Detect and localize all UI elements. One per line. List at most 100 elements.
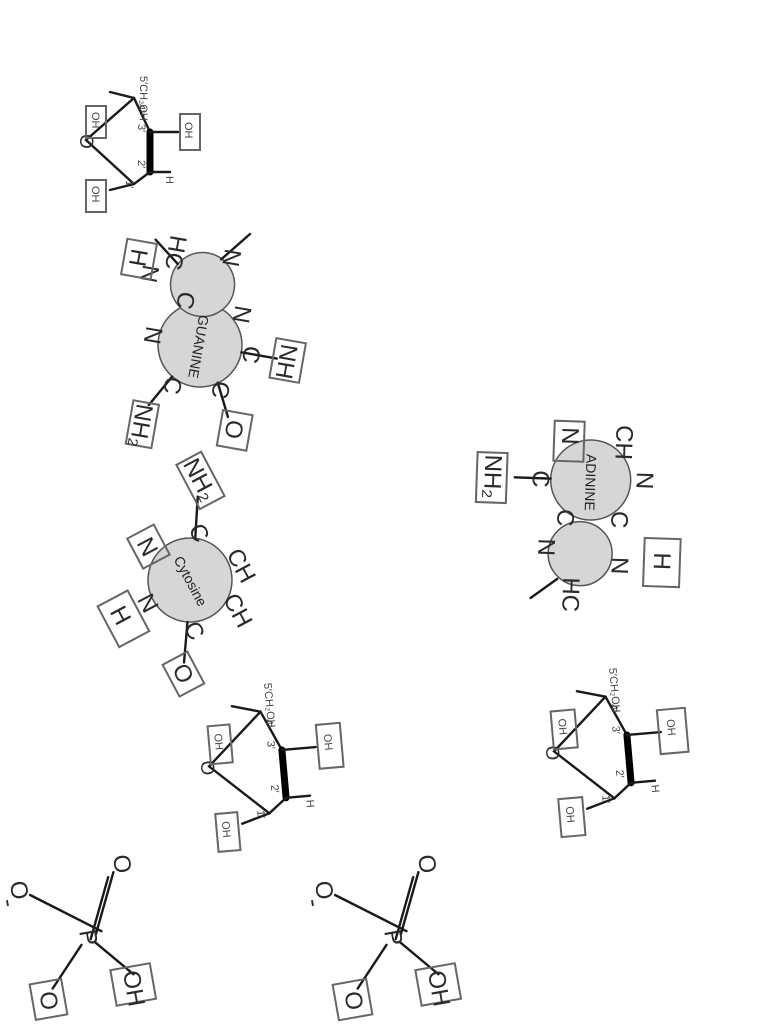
adenine-atom-h: H bbox=[648, 552, 676, 570]
carbon-2-label: 2′ bbox=[613, 769, 626, 778]
c3-hydroxyl-box bbox=[655, 706, 690, 756]
negative-charge-label: - bbox=[300, 897, 328, 910]
hydrogen-label: H bbox=[303, 799, 316, 808]
phosphate-oxygen-box bbox=[331, 977, 374, 1022]
adenine-atom-hc: HC bbox=[556, 577, 584, 613]
guanine-ring-five bbox=[169, 251, 236, 318]
c5-hydroxyl-label: OH bbox=[89, 112, 101, 129]
phosphate-hydroxyl-box bbox=[109, 962, 158, 1007]
hydrogen-label: H bbox=[648, 784, 661, 793]
c3-hydroxyl-box bbox=[314, 721, 345, 770]
adenine-base: ADININE C N CH N C C N HC N H NH₂ bbox=[474, 419, 682, 613]
hydrogen-label: H bbox=[163, 176, 175, 184]
adenine-atom-c-a: C bbox=[526, 470, 554, 488]
adenine-atom-nh2: NH₂ bbox=[478, 454, 507, 499]
c1-hydroxyl-box bbox=[214, 811, 242, 853]
guanine-atom-c-c: C bbox=[170, 290, 200, 312]
adenine-n-box bbox=[552, 419, 586, 463]
carbon-2-label: 2′ bbox=[135, 160, 147, 168]
adenine-ring-five bbox=[547, 520, 613, 587]
adenine-atom-n-r: N bbox=[630, 471, 658, 489]
c3-hydroxyl-label: OH bbox=[182, 122, 194, 139]
c1-hydroxyl-box bbox=[557, 796, 587, 839]
carbon-1-label: 1′ bbox=[123, 180, 135, 188]
carbon-2-label: 2′ bbox=[268, 784, 281, 793]
c5-hydroxyl-box bbox=[85, 105, 107, 139]
adenine-name: ADININE bbox=[582, 454, 600, 511]
guanine-atom-c-b: C bbox=[157, 375, 187, 397]
carbon-1-label: 1′ bbox=[254, 810, 267, 819]
carbon-5-label: 5′CH₂OH bbox=[261, 683, 277, 729]
guanine-nh-box bbox=[268, 336, 308, 384]
c3-hydroxyl-label: OH bbox=[321, 733, 334, 751]
carbon-3-label: 3′ bbox=[135, 124, 147, 132]
anion-oxygen-label: O bbox=[309, 879, 339, 902]
carbon-4-label: 4′ bbox=[262, 719, 275, 728]
c5-hydroxyl-label: OH bbox=[211, 733, 224, 751]
guanine-atom-n-h: N bbox=[134, 263, 164, 285]
cytosine-ring bbox=[147, 537, 233, 623]
phosphate-oxygen-label: O bbox=[338, 989, 368, 1012]
guanine-atom-o: O bbox=[218, 418, 248, 441]
ring-oxygen-label: O bbox=[196, 760, 218, 777]
adenine-atom-c-b: C bbox=[605, 511, 633, 529]
guanine-base: GUANINE C C C N C N N HC N NH O H NH₂ bbox=[119, 232, 308, 452]
adenine-atom-n-h: N bbox=[605, 557, 633, 575]
carbon-1-label: 1′ bbox=[599, 795, 612, 804]
c5-hydroxyl-box bbox=[206, 723, 234, 766]
phosphate-oxygen-box bbox=[28, 977, 69, 1022]
guanine-atom-hc: HC bbox=[159, 233, 192, 272]
adenine-amine-box bbox=[474, 451, 509, 505]
double-bond-oxygen-label: O bbox=[412, 852, 442, 875]
double-bond-oxygen-label: O bbox=[107, 852, 137, 875]
guanine-atom-n-top: N bbox=[216, 247, 246, 269]
carbon-3-label: 3′ bbox=[264, 740, 277, 749]
carbon-3-label: 3′ bbox=[609, 725, 622, 734]
guanine-atom-h: H bbox=[123, 247, 153, 269]
adenine-atom-n-box: N bbox=[556, 427, 584, 445]
anion-oxygen-label: O bbox=[4, 879, 34, 902]
phosphate-group-2: P O O - OH O bbox=[300, 852, 463, 1022]
carbon-4-label: 4′ bbox=[607, 704, 620, 713]
guanine-oxygen-box bbox=[215, 408, 254, 452]
adenine-hydrogen-box bbox=[642, 536, 682, 589]
c5-hydroxyl-box bbox=[549, 708, 579, 751]
guanine-atom-c-o: C bbox=[205, 379, 235, 401]
cytosine-n-box bbox=[125, 523, 172, 570]
phosphate-oxygen-label: O bbox=[33, 989, 63, 1012]
adenine-atom-ch: CH bbox=[609, 425, 637, 461]
cytosine-base: Cytosine C CH CH C N N NH₂ O H bbox=[96, 450, 261, 698]
ring-oxygen-label: O bbox=[541, 745, 563, 762]
sugar-ribose-1: O 4′ 3′ 2′ 1′ 5′CH₂OH H OH OH OH bbox=[75, 76, 201, 213]
cytosine-oxygen-box bbox=[161, 650, 206, 698]
carbon-4-label: 4′ bbox=[135, 104, 147, 112]
guanine-atom-n-mid: N bbox=[227, 304, 257, 326]
negative-charge-label: - bbox=[0, 897, 23, 910]
guanine-amine-box bbox=[124, 399, 161, 450]
phosphate-hydroxyl-label: OH bbox=[422, 968, 455, 1008]
c5-hydroxyl-label: OH bbox=[555, 718, 568, 736]
c3-hydroxyl-label: OH bbox=[664, 719, 677, 737]
sugar-ribose-3: O 4′ 3′ 2′ 1′ 5′CH₂OH H OH OH OH bbox=[541, 668, 690, 839]
cytosine-hydrogen-box bbox=[96, 589, 151, 649]
guanine-hydrogen-box bbox=[119, 237, 159, 281]
cytosine-atom-n-h: N bbox=[132, 589, 164, 617]
c1-hydroxyl-label: OH bbox=[219, 821, 232, 839]
guanine-atom-nh: NH bbox=[270, 342, 303, 381]
phosphate-hydroxyl-box bbox=[414, 962, 463, 1007]
guanine-atom-n-left: N bbox=[138, 324, 168, 346]
c3-hydroxyl-box bbox=[179, 113, 201, 151]
cytosine-amine-box bbox=[175, 450, 226, 511]
cytosine-atom-h: H bbox=[104, 602, 136, 630]
c1-hydroxyl-label: OH bbox=[563, 806, 576, 824]
sugar-ribose-2: O 4′ 3′ 2′ 1′ 5′CH₂OH H OH OH OH bbox=[196, 683, 345, 853]
adenine-atom-n-l: N bbox=[532, 538, 560, 556]
phosphate-hydroxyl-label: OH bbox=[117, 968, 150, 1008]
carbon-5-label: 5′CH₂OH bbox=[137, 76, 149, 121]
guanine-atom-c-a: C bbox=[236, 344, 266, 366]
phosphorus-label: P bbox=[73, 927, 102, 947]
adenine-atom-c-c: C bbox=[551, 509, 579, 527]
carbon-5-label: 5′CH₂OH bbox=[606, 668, 622, 714]
